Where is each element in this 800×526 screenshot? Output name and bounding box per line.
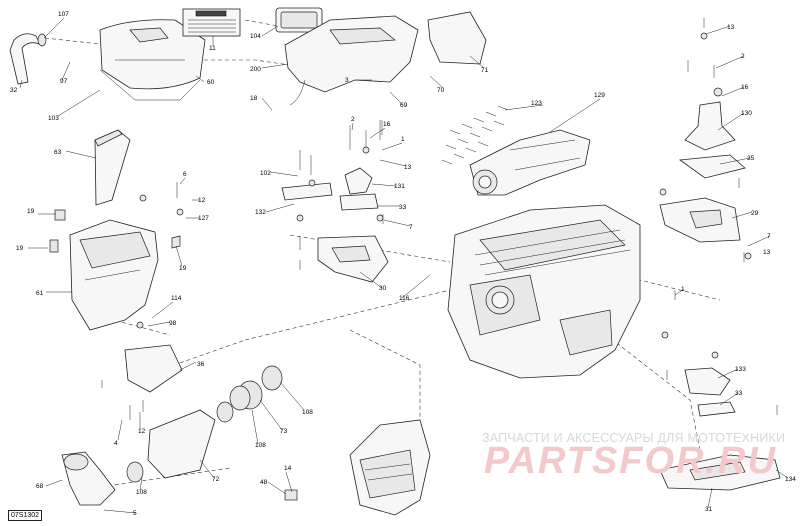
- callout-108b: 108: [255, 442, 266, 449]
- callout-72: 72: [212, 476, 220, 483]
- callout-60: 60: [207, 79, 215, 86]
- callout-33a: 33: [399, 204, 407, 211]
- callout-103: 103: [48, 115, 59, 122]
- oil-pan: [349, 419, 431, 516]
- callout-2a: 2: [351, 116, 355, 123]
- callout-116: 116: [399, 295, 410, 302]
- callout-13c: 13: [763, 249, 771, 256]
- lower-airbox: [49, 209, 181, 331]
- callout-108a: 108: [302, 409, 313, 416]
- clamps-and-couplers: [126, 365, 283, 483]
- callout-104: 104: [250, 33, 261, 40]
- callout-13a: 13: [404, 164, 412, 171]
- callout-leaders: [19, 17, 789, 514]
- callout-133: 133: [735, 366, 746, 373]
- callout-30: 30: [379, 285, 387, 292]
- callout-14: 14: [284, 465, 292, 472]
- callout-35: 35: [747, 155, 755, 162]
- callout-19b: 19: [16, 245, 24, 252]
- callout-13b: 13: [727, 24, 735, 31]
- callout-73: 73: [280, 428, 288, 435]
- callout-33b: 33: [735, 390, 743, 397]
- callout-labels: 107 32 97 103 60 11 104 200 18 3 69 70 7…: [10, 11, 796, 517]
- rear-engine-mount: [659, 101, 746, 243]
- callout-32: 32: [10, 87, 18, 94]
- upper-intake-cover: [275, 7, 487, 106]
- callout-18: 18: [250, 95, 258, 102]
- callout-108c: 108: [136, 489, 147, 496]
- callout-68: 68: [36, 483, 44, 490]
- callout-63: 63: [54, 149, 62, 156]
- callout-200: 200: [250, 66, 261, 73]
- callout-129: 129: [594, 92, 605, 99]
- lower-engine-mount: [659, 367, 781, 491]
- warning-decal: [182, 8, 241, 37]
- callout-97: 97: [60, 78, 68, 85]
- callout-48: 48: [260, 479, 268, 486]
- callout-4: 4: [114, 440, 118, 447]
- callout-11: 11: [209, 45, 216, 52]
- airbox-cover: [99, 19, 206, 101]
- watermark-text: ЗАПЧАСТИ И АКСЕССУАРЫ ДЛЯ МОТОТЕХНИКИ: [482, 431, 786, 445]
- callout-31: 31: [705, 506, 713, 513]
- intake-tube: [94, 129, 131, 206]
- callout-71: 71: [481, 67, 489, 74]
- callout-114: 114: [171, 295, 182, 302]
- callout-12b: 12: [138, 428, 146, 435]
- callout-6: 6: [183, 171, 187, 178]
- sensor-part: [284, 489, 298, 501]
- callout-16b: 16: [741, 84, 749, 91]
- callout-134: 134: [785, 476, 796, 483]
- callout-70: 70: [437, 87, 445, 94]
- callout-107: 107: [58, 11, 69, 18]
- callout-12a: 12: [198, 197, 206, 204]
- callout-130: 130: [741, 110, 752, 117]
- callout-102: 102: [260, 170, 271, 177]
- callout-5: 5: [133, 510, 137, 517]
- callout-127: 127: [198, 215, 209, 222]
- callout-131: 131: [394, 183, 405, 190]
- callout-16a: 16: [383, 121, 391, 128]
- callout-19c: 19: [179, 265, 187, 272]
- callout-69: 69: [400, 102, 408, 109]
- watermark-logo: PARTSFOR.RU: [484, 440, 777, 482]
- front-engine-mount: [281, 167, 389, 283]
- intake-hose: [9, 33, 47, 85]
- callout-36: 36: [197, 361, 205, 368]
- callout-7a: 7: [409, 224, 413, 231]
- exhaust-manifold: [469, 129, 591, 196]
- intake-duct-parts: [61, 344, 216, 506]
- callout-19a: 19: [27, 208, 35, 215]
- manifold-bolts: [441, 105, 509, 165]
- callout-29: 29: [751, 210, 759, 217]
- callout-98: 98: [169, 320, 177, 327]
- callout-123: 123: [531, 100, 542, 107]
- callout-61: 61: [36, 290, 44, 297]
- callout-3: 3: [345, 77, 349, 84]
- callout-132: 132: [255, 209, 266, 216]
- diagram-code: 07S1302: [8, 510, 43, 521]
- fasteners: [101, 18, 778, 420]
- engine-block: [447, 204, 641, 379]
- callout-1a: 1: [401, 136, 405, 143]
